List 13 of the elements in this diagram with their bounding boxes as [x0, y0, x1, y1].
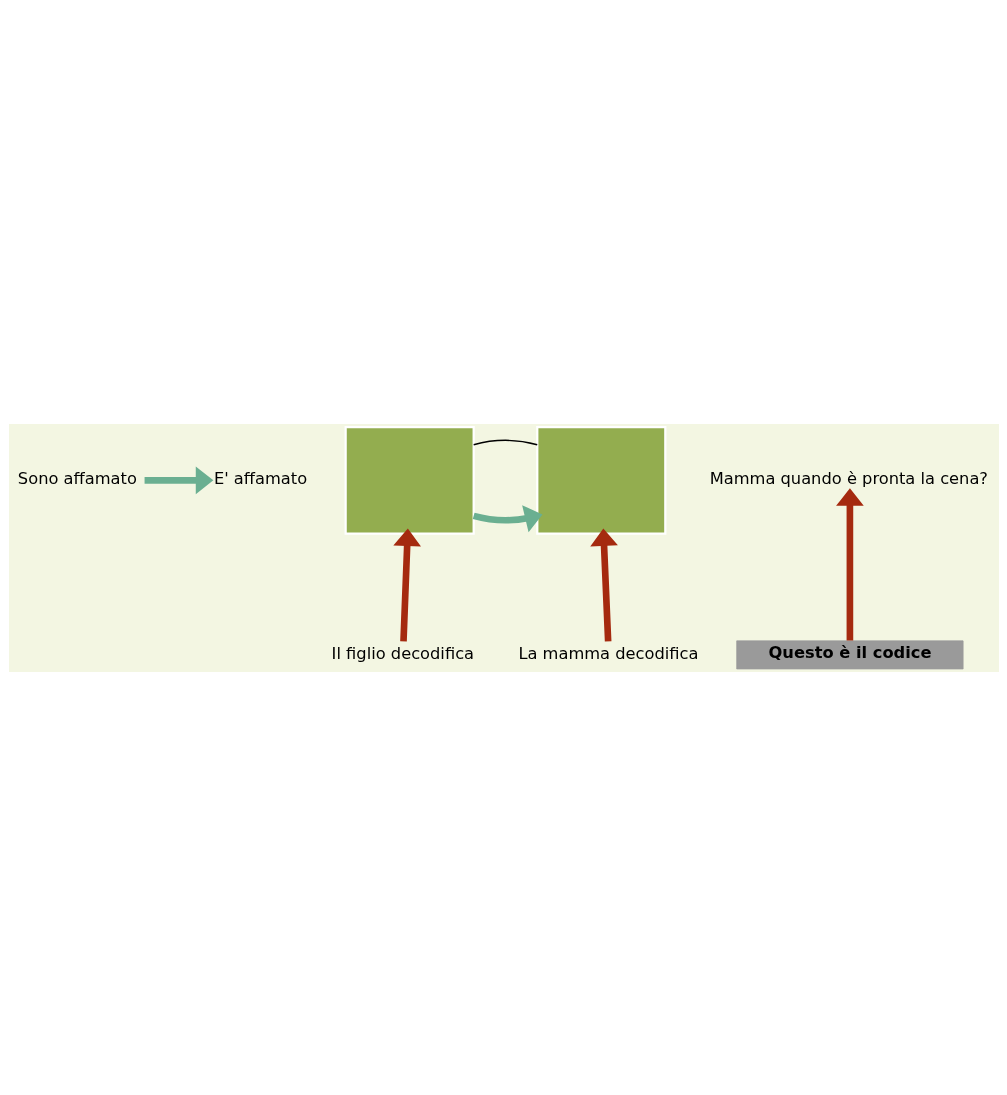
arrow	[589, 527, 618, 642]
node-text: Sono affamato	[17, 468, 137, 488]
node-text: Il figlio decodifica	[331, 643, 474, 663]
arrow	[835, 487, 864, 641]
node-text: La mamma decodifica	[517, 643, 699, 663]
node-text: Mamma quando è pronta la cena?	[709, 468, 988, 488]
node-box	[344, 425, 475, 535]
arrow	[472, 504, 542, 532]
node-box: Questo è il codice	[735, 640, 963, 669]
node-box	[535, 425, 666, 535]
node-text: E' affamato	[213, 468, 307, 488]
arrow	[392, 527, 421, 642]
connector	[472, 439, 538, 445]
